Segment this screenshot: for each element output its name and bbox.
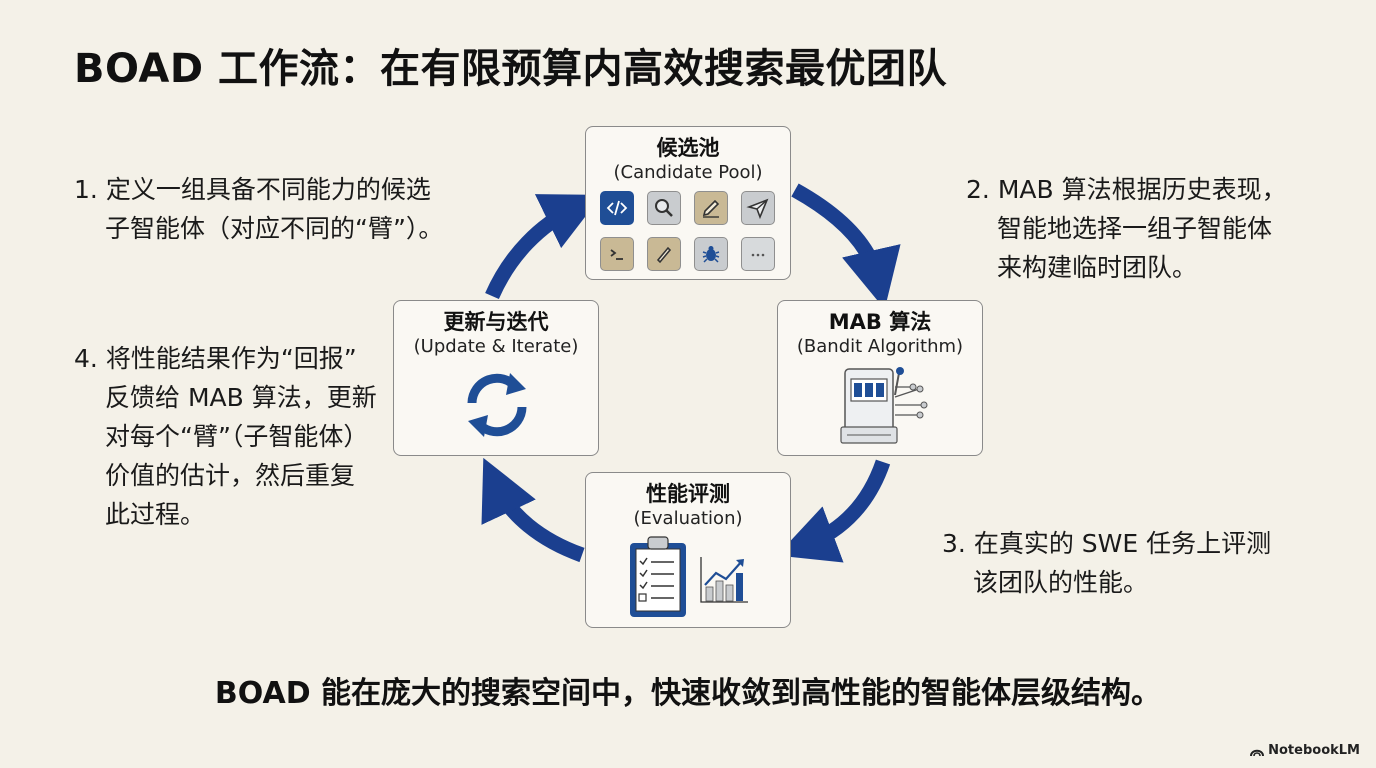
evaluation-subtitle: (Evaluation) [633,508,743,529]
terminal-icon [600,237,634,271]
mab-subtitle: (Bandit Algorithm) [796,336,964,357]
send-icon [741,191,775,225]
notebooklm-logo-icon [1250,749,1265,756]
brand-name: NotebookLM [1268,743,1360,758]
step-4: 4. 将性能结果作为“回报” 反馈给 MAB 算法，更新 对每个“臂”（子智能体… [74,339,377,534]
step-2-line-1: MAB 算法根据历史表现， [997,175,1287,204]
evaluation-title: 性能评测 [646,482,730,506]
candidate-pool-box: 候选池 (Candidate Pool) [585,126,791,280]
step-4-line-5: 此过程。 [105,500,206,529]
mab-algorithm-box: MAB 算法 (Bandit Algorithm) [777,300,983,456]
step-4-line-1: 将性能结果作为“回报” [105,344,357,373]
footer-summary: BOAD 能在庞大的搜索空间中，快速收敛到高性能的智能体层级结构。 [214,676,1162,711]
candidate-pool-title: 候选池 [656,136,720,160]
step-1-line-1: 定义一组具备不同能力的候选 [105,175,431,204]
step-2-line-2: 智能地选择一组子智能体 [997,214,1273,243]
step-1-number: 1. [74,175,98,204]
step-3-line-1: 在真实的 SWE 任务上评测 [973,529,1272,558]
candidate-pool-grid [600,191,775,271]
step-2-line-3: 来构建临时团队。 [997,253,1198,282]
page-title: BOAD 工作流：在有限预算内高效搜索最优团队 [74,46,948,92]
step-3: 3. 在真实的 SWE 任务上评测 该团队的性能。 [942,524,1271,602]
more-icon [741,237,775,271]
update-iterate-box: 更新与迭代 (Update & Iterate) [393,300,599,456]
arrow-update-to-pool [485,194,602,300]
candidate-pool-subtitle: (Candidate Pool) [613,162,763,183]
pencil-icon [694,191,728,225]
arrow-pool-to-mab [791,183,901,310]
step-2: 2. MAB 算法根据历史表现， 智能地选择一组子智能体 来构建临时团队。 [966,170,1287,287]
step-1-line-2: 子智能体（对应不同的“臂”）。 [105,214,444,243]
evaluation-box: 性能评测 (Evaluation) [585,472,791,628]
bug-icon [694,237,728,271]
step-4-line-4: 价值的估计，然后重复 [105,461,356,490]
brush-icon [647,237,681,271]
update-subtitle: (Update & Iterate) [413,336,579,357]
step-3-number: 3. [942,529,966,558]
clipboard-checklist-icon [630,536,686,617]
refresh-icon [467,373,527,437]
step-1: 1. 定义一组具备不同能力的候选 子智能体（对应不同的“臂”）。 [74,170,443,248]
update-title: 更新与迭代 [443,310,549,334]
brand-mark: NotebookLM [1250,743,1360,758]
slot-machine-icon [840,367,928,444]
growth-chart-icon [700,557,748,603]
code-icon [600,191,634,225]
step-4-line-3: 对每个“臂”（子智能体） [105,422,369,451]
arrow-mab-to-eval [776,459,891,563]
step-4-line-2: 反馈给 MAB 算法，更新 [105,383,377,412]
step-3-line-2: 该团队的性能。 [973,568,1149,597]
step-2-number: 2. [966,175,990,204]
step-4-number: 4. [74,344,98,373]
mab-title: MAB 算法 [828,310,932,334]
search-icon [647,191,681,225]
arrow-eval-to-update [481,457,585,563]
